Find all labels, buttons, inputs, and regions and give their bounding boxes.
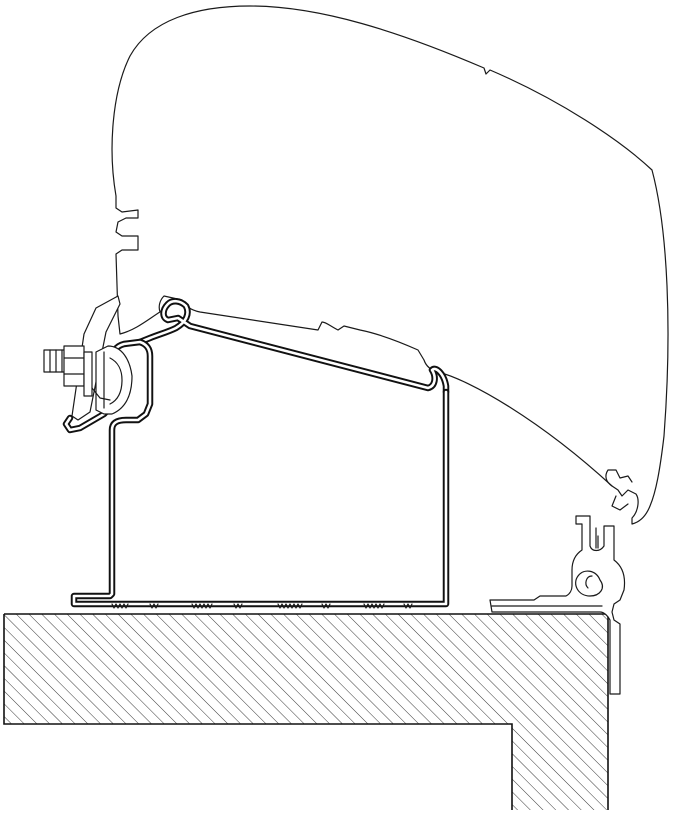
awning-cassette: [111, 5, 669, 525]
adapter-base-teeth: [111, 603, 413, 609]
wall-clip-profile: [489, 515, 626, 695]
vehicle-roof-section: [3, 613, 609, 810]
awning-mounting-rail: [136, 298, 450, 396]
bolt-assembly: [43, 295, 133, 421]
